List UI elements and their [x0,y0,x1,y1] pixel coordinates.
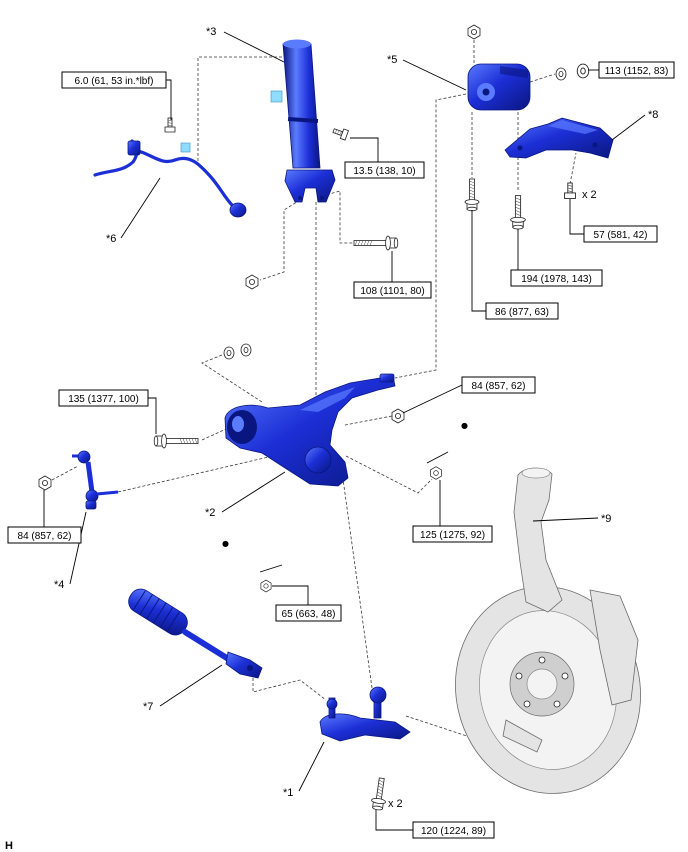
torque-box [353,281,432,299]
callout-1: *1 [283,787,293,799]
torque-box [583,225,658,243]
callout-4: *4 [54,579,64,591]
strut-assembly [270,39,336,203]
torque-box [58,389,149,407]
torque-box [510,269,603,287]
callout-2: *2 [205,507,215,519]
torque-box [61,71,167,89]
torque-label: 86 (877, 63) [485,302,559,320]
torque-value: 65 (663, 48) [282,609,336,620]
torque-label: 13.5 (138, 10) [344,161,425,179]
ball-joint [319,686,411,742]
torque-label: 108 (1101, 80) [353,281,432,299]
torque-value: 86 (877, 63) [495,307,549,318]
torque-box [275,604,342,622]
link-nut [38,475,52,491]
tie-rod-nut [260,579,272,593]
torque-value: 6.0 (61, 53 in.*lbf) [75,76,154,87]
torque-value: 125 (1275, 92) [420,530,485,541]
torque-label: 84 (857, 62) [7,526,82,544]
torque-value: 113 (1152, 83) [605,66,669,77]
arm-bolt [153,433,199,449]
torque-box [344,161,425,179]
ball-joint-nut [430,466,442,480]
torque-label: 194 (1978, 143) [510,269,603,287]
torque-value: 120 (1224, 89) [421,826,486,837]
bushing-bracket [504,117,614,159]
torque-label: 125 (1275, 92) [412,525,493,543]
torque-box [598,61,675,79]
callout-7: *7 [143,701,153,713]
torque-box [461,376,536,394]
bushing-washer-2 [576,63,590,79]
torque-label: 57 (581, 42) [583,225,658,243]
torque-box [412,525,493,543]
strut-fork [284,169,336,203]
torque-box [7,526,82,544]
harness-connector [229,202,247,218]
quantity-mark: x 2 [388,798,403,810]
torque-label: 84 (857, 62) [461,376,536,394]
speed-sensor-harness [93,139,247,218]
bullet-mark: ● [222,539,229,548]
sensor-bolt [164,117,176,133]
quantity-mark: x 2 [582,189,597,201]
ball-joint-bolt [370,776,390,812]
fork-nut [245,274,259,290]
tie-rod-cotter-pin [259,564,283,573]
bushing-top-nut [467,24,481,40]
callout-6: *6 [106,233,116,245]
torque-value: 194 (1978, 143) [521,274,592,285]
torque-value: 84 (857, 62) [472,381,526,392]
hose-bracket [270,90,283,103]
bushing-bolt [510,195,526,230]
bushing-washer-1 [555,67,567,81]
torque-label: 135 (1377, 100) [58,389,149,407]
torque-box [485,302,559,320]
callout-3: *3 [206,26,216,38]
tie-rod-end [128,588,263,679]
torque-value: 135 (1377, 100) [68,394,139,405]
stabilizer-link [72,450,119,510]
torque-value: 57 (581, 42) [594,230,648,241]
bracket-vertical-bolt [464,178,480,212]
torque-label: 113 (1152, 83) [598,61,675,79]
torque-box [412,821,495,839]
lower-control-arm [224,373,396,487]
bushing-assembly [467,63,531,111]
arm-washer-1 [223,346,235,360]
bracket-bolt [564,182,576,199]
callout-8: *8 [648,109,658,121]
fork-bolt [353,235,399,251]
arm-washer-2 [240,343,252,357]
arm-nut [391,408,405,424]
torque-label: 6.0 (61, 53 in.*lbf) [61,71,167,89]
bullet-mark: ● [461,421,468,430]
torque-value: 84 (857, 62) [18,531,72,542]
torque-value: 13.5 (138, 10) [353,166,415,177]
callout-9: *9 [601,513,611,525]
figure-code: H [5,840,13,852]
strut-bracket-bolt [331,125,349,141]
callout-5: *5 [387,54,397,66]
torque-label: 65 (663, 48) [275,604,342,622]
torque-label: 120 (1224, 89) [412,821,495,839]
torque-value: 108 (1101, 80) [360,286,424,297]
cotter-pin [426,451,449,464]
steering-knuckle [455,467,641,794]
